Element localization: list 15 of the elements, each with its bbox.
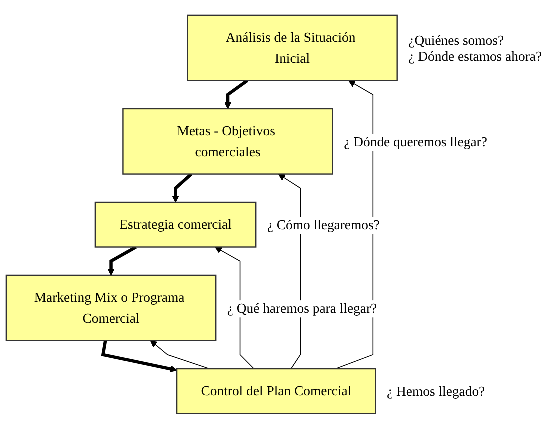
question-text: ¿ Cómo llegaremos?: [267, 218, 380, 233]
process-box: Marketing Mix o Programa Comercial: [6, 274, 217, 342]
process-box: Estrategia comercial: [94, 202, 257, 248]
question-text: ¿ Hemos llegado?: [387, 384, 486, 400]
arrow: [172, 172, 193, 203]
question-text: ¿ Qué haremos para llegar?: [227, 300, 378, 316]
process-box: Control del Plan Comercial: [176, 368, 376, 414]
process-box: Metas - Objetivos comerciales: [122, 108, 334, 175]
question-text: ¿ Dónde queremos llegar?: [344, 134, 488, 150]
question-text: ¿Quiénes somos?: [408, 32, 504, 48]
process-box: Análisis de la Situación Inicial: [187, 14, 398, 82]
arrow: [101, 340, 178, 372]
question-text: ¿ Dónde estamos ahora?: [408, 48, 542, 64]
arrow: [224, 79, 248, 110]
arrow: [108, 246, 138, 276]
